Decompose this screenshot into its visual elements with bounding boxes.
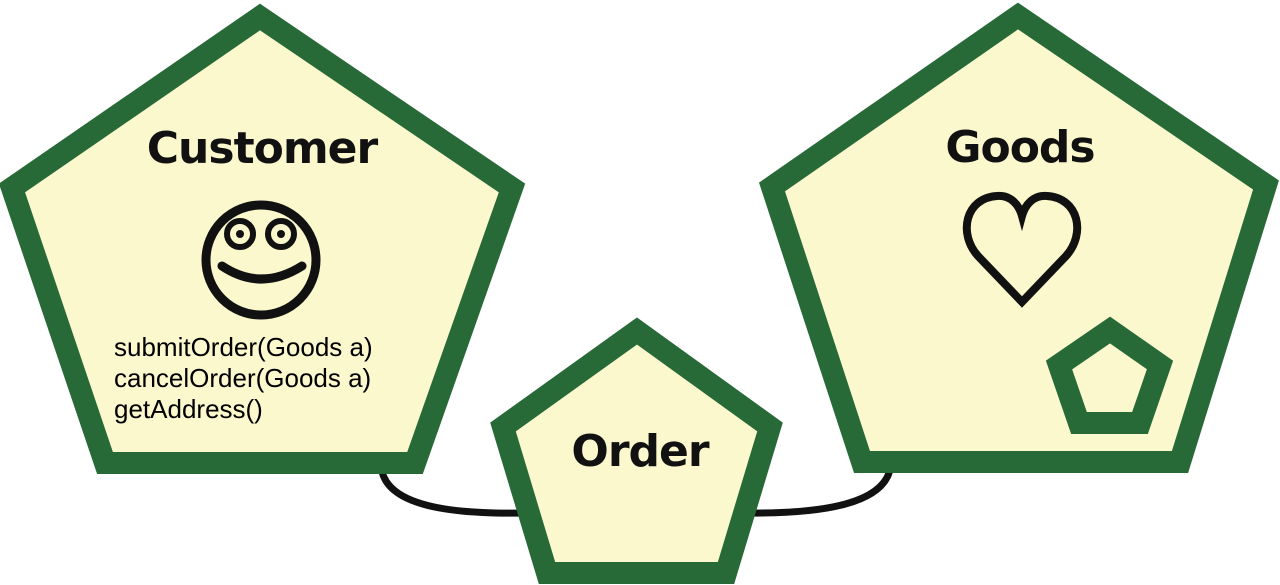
customer-methods: submitOrder(Goods a) cancelOrder(Goods a… [114,332,373,424]
connector-order-goods [742,461,895,517]
method-item: cancelOrder(Goods a) [114,363,371,393]
method-item: getAddress() [114,394,263,424]
goods-title: Goods [945,122,1094,173]
goods-node[interactable]: Goods [758,2,1279,473]
customer-pentagon [0,3,526,474]
connector-customer-order [377,462,533,517]
order-title: Order [571,426,709,477]
method-item: submitOrder(Goods a) [114,332,373,362]
order-pentagon [490,317,783,584]
small-pentagon-icon [1045,316,1174,434]
smiley-face-icon [201,200,321,320]
customer-node[interactable]: Customer submitOrder(Goods a) cancelOrde… [0,3,526,474]
heart-icon [962,191,1082,308]
order-node[interactable]: Order [490,317,783,584]
goods-pentagon [758,2,1279,473]
customer-title: Customer [147,123,379,174]
